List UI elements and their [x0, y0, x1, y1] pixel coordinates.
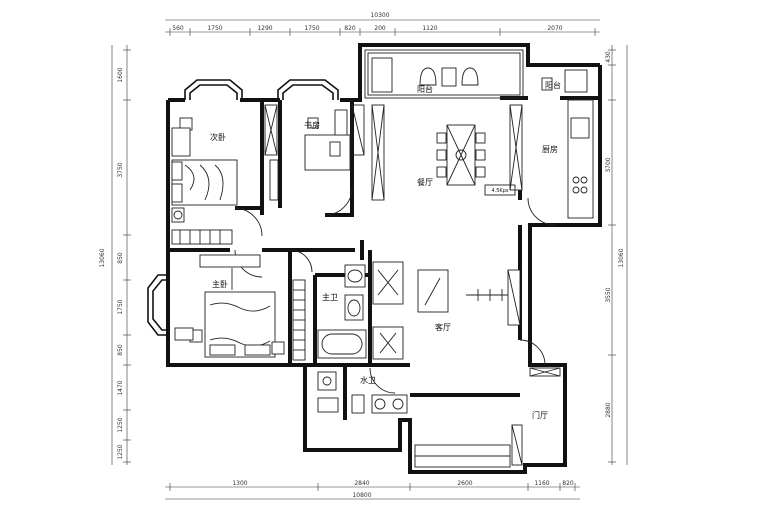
- top-dim-7: 1120: [422, 25, 437, 32]
- second-bedroom-bed: [171, 159, 238, 206]
- label-foyer: 门厅: [532, 410, 548, 420]
- bottom-dim-2: 2840: [354, 480, 369, 487]
- bottom-dim-5: 820: [562, 480, 574, 487]
- left-dim-7: 1250: [117, 417, 124, 432]
- label-balcony-top: 阳台: [417, 84, 433, 94]
- right-dim-3: 3550: [605, 287, 612, 302]
- right-dim-4: 2880: [605, 402, 612, 417]
- balcony-chairs: [371, 57, 479, 93]
- master-bedroom-bed: [174, 254, 285, 358]
- living-room-furniture: [372, 261, 521, 360]
- top-dim-total: 10300: [370, 12, 389, 19]
- top-dim-5: 820: [344, 25, 356, 32]
- room-labels: 次卧 书房 阳台 阳台 厨房 餐厅 主卧 主卫 客厅 水卫 门厅: [210, 80, 561, 420]
- kitchen-counter: [541, 69, 594, 219]
- master-bath-fixtures: [317, 264, 367, 359]
- bottom-dimensions: 1300 2840 2600 1160 820 10800: [165, 480, 580, 500]
- top-dim-4: 1750: [304, 25, 319, 32]
- wall-panels: [171, 104, 561, 466]
- balcony-railing: [364, 49, 524, 99]
- label-study: 书房: [304, 120, 320, 130]
- left-dim-total: 13060: [99, 248, 106, 267]
- label-second-bedroom: 次卧: [210, 132, 226, 142]
- bottom-dim-4: 1160: [534, 480, 549, 487]
- dining-note: 4.5Kps: [491, 188, 508, 194]
- left-dim-5: 850: [117, 344, 124, 356]
- left-dim-8: 1250: [117, 444, 124, 459]
- label-washroom: 水卫: [360, 375, 376, 385]
- top-dim-8: 2070: [547, 25, 562, 32]
- dining-table: 4.5Kps: [436, 124, 516, 196]
- label-living-room: 客厅: [435, 322, 451, 332]
- doors: [234, 187, 556, 394]
- top-dim-6: 200: [374, 25, 386, 32]
- bottom-dim-3: 2600: [457, 480, 472, 487]
- top-dim-1: 560: [172, 25, 184, 32]
- left-dim-1: 1600: [117, 67, 124, 82]
- left-dim-6: 1470: [117, 380, 124, 395]
- left-dim-3: 850: [117, 252, 124, 264]
- washroom-fixtures: [317, 371, 408, 414]
- top-dimensions: 10300 560 1750 1290 1750 820 200 1120 20…: [165, 12, 600, 36]
- right-dim-1: 430: [605, 51, 612, 63]
- left-dimensions: 13060 1600 3750 850 1750 850 1470 1250 1…: [99, 45, 131, 465]
- left-dim-4: 1750: [117, 299, 124, 314]
- bottom-dim-total: 10800: [352, 492, 371, 499]
- label-master-bedroom: 主卧: [212, 279, 228, 289]
- label-kitchen: 厨房: [542, 144, 558, 154]
- label-dining: 餐厅: [417, 178, 433, 187]
- right-dim-2: 3700: [605, 157, 612, 172]
- right-dimensions: 13060 430 3700 3550 2880: [605, 45, 628, 465]
- left-dim-2: 3750: [117, 162, 124, 177]
- bottom-dim-1: 1300: [232, 480, 247, 487]
- right-dim-total: 13060: [618, 248, 625, 267]
- label-balcony-right: 阳台: [545, 80, 561, 90]
- furniture: 4.5Kps: [171, 57, 594, 468]
- top-dim-3: 1290: [257, 25, 272, 32]
- outer-walls: [147, 43, 602, 474]
- top-dim-2: 1750: [207, 25, 222, 32]
- label-master-bath: 主卫: [322, 292, 338, 302]
